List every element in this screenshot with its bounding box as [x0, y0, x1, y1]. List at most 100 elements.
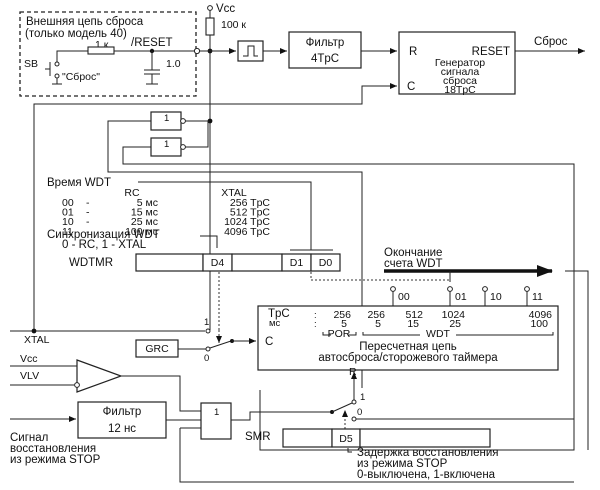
wdt-row-xtal: 256 TpC: [230, 197, 270, 209]
external-reset-title-1: Внешняя цепь сброса: [26, 16, 144, 28]
wire: [138, 181, 312, 250]
counter-box: [257, 305, 559, 371]
wdt-row-dash: -: [86, 216, 90, 228]
tap-label: 00: [398, 291, 410, 303]
counter-ms-value: 5: [341, 318, 347, 330]
wdt-row-code: 01: [62, 207, 74, 219]
wdt-row-rc: 100 мс: [125, 226, 158, 238]
wdt-row-xtal: 4096 TpC: [224, 226, 270, 238]
sb-label: SB: [24, 58, 38, 70]
counter-ms-value: 25: [449, 318, 461, 330]
counter-tpc-value: 4096: [529, 309, 553, 321]
tap-terminal-icon: [524, 286, 530, 292]
counter-ms-label: мс: [269, 318, 281, 329]
wdt-sync-desc: 0 - RC, 1 - XTAL: [62, 239, 147, 251]
wdt-time-title: Время WDT: [47, 177, 111, 189]
wdt-time-table: Время WDT RC XTAL: [47, 177, 312, 250]
filter-top-box: [288, 31, 362, 69]
wdtmr-bit-label: D1: [290, 257, 304, 269]
smr-label: SMR: [245, 431, 271, 443]
junction-dot: [31, 328, 37, 334]
tap-terminal-icon: [447, 286, 453, 292]
wdt-row-code: 11: [62, 226, 73, 238]
wire-return: [259, 282, 575, 451]
wire-d0-control: [310, 272, 451, 281]
tap-label: 01: [455, 291, 467, 303]
mux-contact-1: [205, 328, 211, 334]
filter-bottom-title: Фильтр: [103, 406, 142, 418]
smr-switch-icon: [331, 402, 353, 413]
wire: [121, 375, 201, 412]
wdt-row-rc: 25 мс: [131, 216, 158, 228]
counter-tpc-value: 1024: [442, 309, 466, 321]
tap-terminal-icon: [390, 286, 396, 292]
comparator-vcc-label: Vcc: [20, 353, 38, 365]
reset-pin-icon: [193, 47, 201, 55]
smr-contact-0: [351, 416, 357, 422]
stop-signal-line-2: восстановления: [10, 443, 96, 455]
wire: [179, 427, 574, 483]
inverter-2-label: 1: [164, 139, 169, 150]
colon: :: [314, 310, 317, 321]
reset-generator-box: [398, 31, 516, 95]
inverter-bubble-icon: [180, 144, 186, 150]
filter-top-title: Фильтр: [306, 37, 345, 49]
wdt-row-code: 10: [62, 216, 74, 228]
mux-one-label: 1: [204, 317, 209, 328]
reset-gen-line-1: Генератор: [435, 57, 485, 69]
reset-pin-label: /RESET: [131, 37, 173, 49]
reset-button-icon[interactable]: [45, 62, 62, 85]
smr-bit: [282, 428, 333, 448]
wdt-sync-title: Синхронизация WDT: [47, 229, 160, 241]
vcc-terminal-icon: [207, 5, 213, 11]
wdt-col-rc: RC: [124, 187, 140, 199]
vcc-label: Vcc: [216, 3, 235, 15]
wire: [56, 50, 88, 62]
schmitt-trigger-icon: [243, 45, 258, 57]
reset-gen-line-2: сигнала: [441, 66, 480, 78]
resistor-100k-icon: [205, 17, 215, 36]
schmitt-trigger: [237, 40, 264, 62]
counter-r-input: R: [349, 366, 357, 378]
reset-button-label: "Сброс": [62, 71, 100, 83]
capacitor-icon: [144, 51, 160, 85]
wdtmr-bit-label: D4: [211, 257, 225, 269]
wdt-row-xtal: 1024 TpC: [224, 216, 270, 228]
wdt-end-line-2: счета WDT: [384, 258, 443, 270]
counter-ms-value: 5: [375, 318, 381, 330]
smr-contact-1: [351, 399, 357, 405]
wdt-bracket: [362, 332, 554, 336]
grc-label: GRC: [145, 343, 169, 355]
stop-signal-line-1: Сигнал: [10, 432, 48, 444]
external-reset-circuit: Внешняя цепь сброса (только модель 40) 1…: [19, 11, 197, 97]
inverter-1-label: 1: [164, 113, 169, 124]
reset-gen-line-4: 18TpC: [444, 84, 476, 96]
or-gate: [200, 402, 232, 440]
wdt-row-xtal: 512 TpC: [230, 207, 270, 219]
button-contact: [54, 73, 60, 79]
smr-one-label: 1: [360, 392, 365, 403]
wire: [565, 270, 589, 450]
reset-output-label: Сброс: [534, 36, 568, 48]
por-label: POR: [328, 328, 351, 340]
or-gate-label: 1: [214, 407, 219, 418]
filter-top-value: 4TpC: [311, 53, 339, 65]
wire: [200, 235, 218, 248]
external-reset-title-2: (только модель 40): [25, 28, 127, 40]
wdt-col-xtal: XTAL: [221, 187, 247, 199]
xtal-label: XTAL: [24, 334, 50, 346]
counter-tpc-value: 512: [405, 309, 423, 321]
wdt-row-code: 00: [62, 197, 74, 209]
tap-label: 10: [490, 291, 502, 303]
inverter-bubble-icon: [180, 118, 186, 124]
smr-bit: [359, 428, 491, 448]
counter-c-input: C: [265, 336, 273, 348]
smr-note-1: Задержка восстановления: [357, 447, 499, 459]
resistor-1k-icon: [87, 46, 115, 55]
inverters: 1 1: [107, 111, 575, 388]
external-reset-frame: [19, 11, 197, 97]
reset-gen-output: RESET: [472, 46, 510, 58]
